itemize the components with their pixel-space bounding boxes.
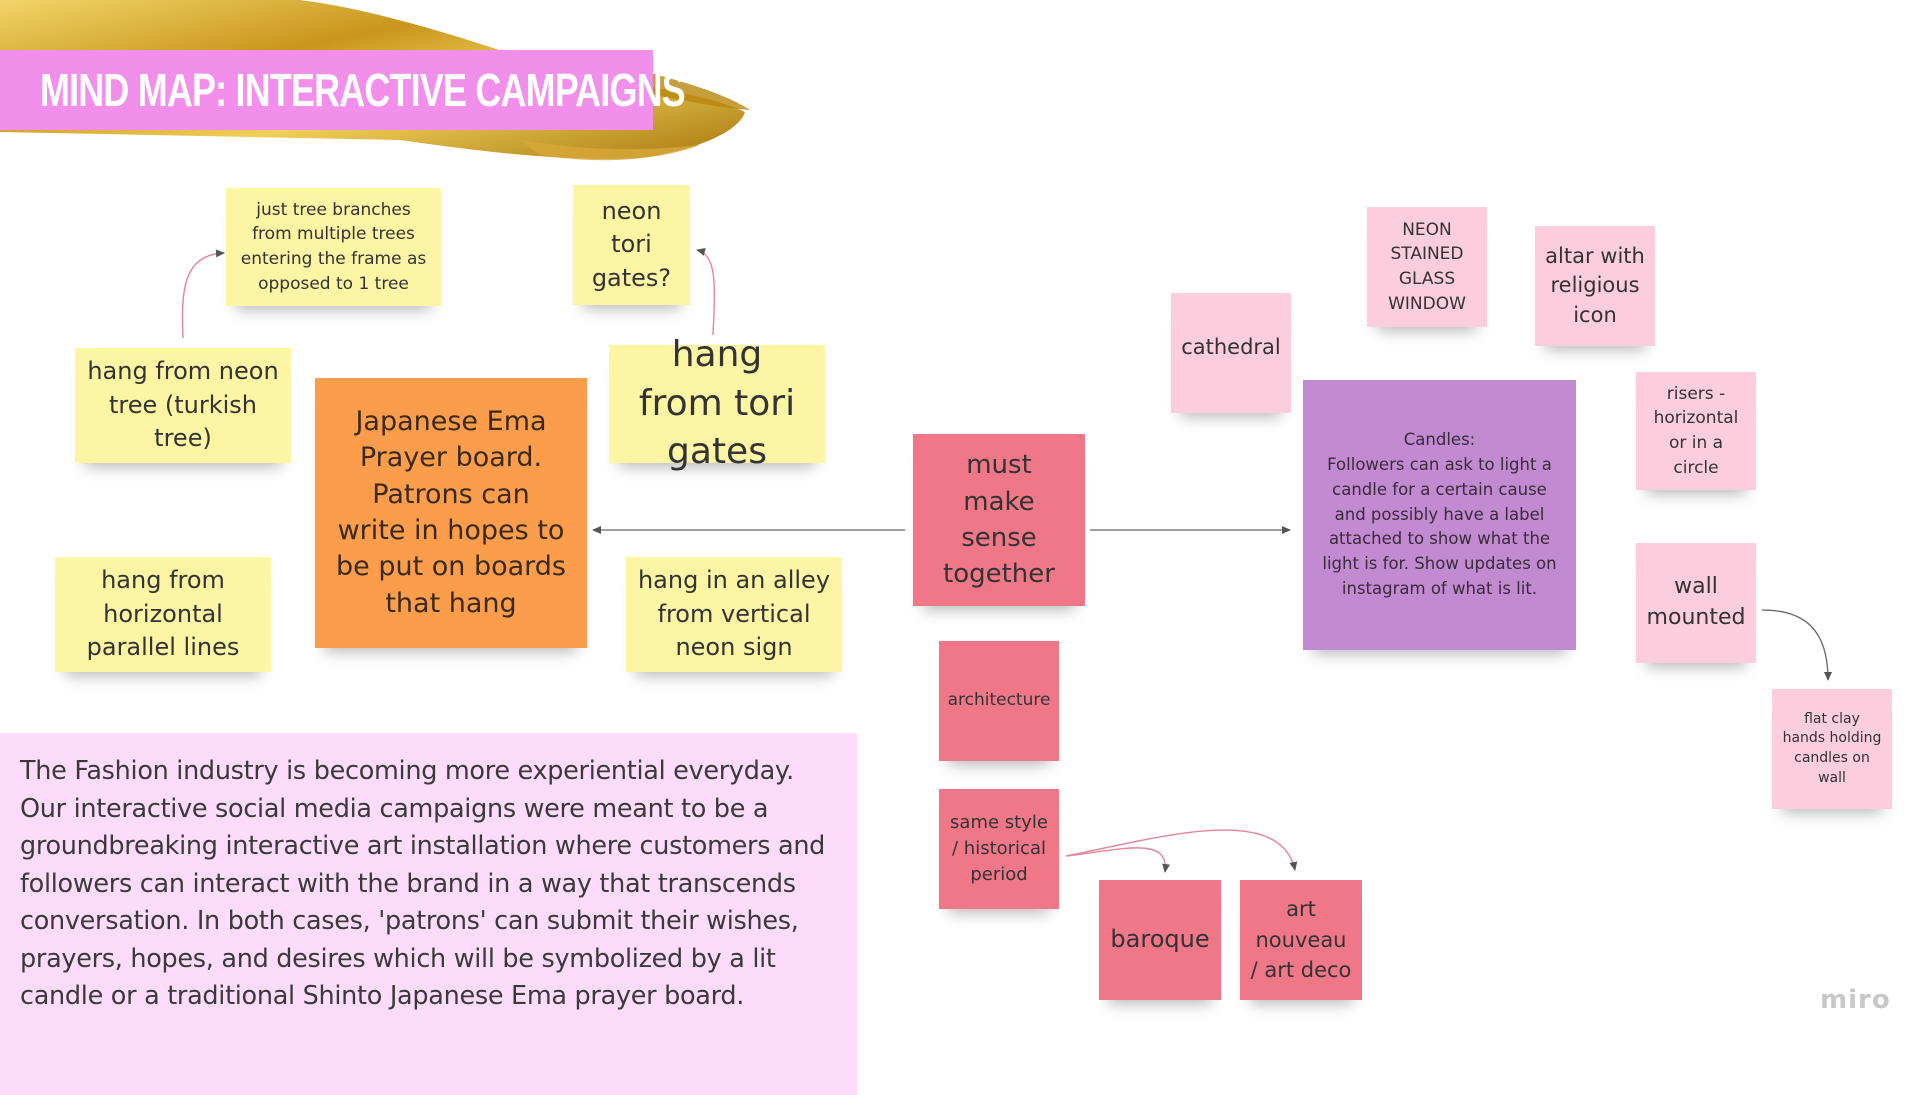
- title-banner: MIND MAP: INTERACTIVE CAMPAIGNS: [0, 50, 686, 130]
- page-title: MIND MAP: INTERACTIVE CAMPAIGNS: [40, 64, 686, 116]
- sticky-stained-glass[interactable]: NEON STAINED GLASS WINDOW: [1367, 207, 1487, 327]
- sticky-wall-mounted-text: wall mounted: [1646, 574, 1746, 630]
- sticky-baroque-text: baroque: [1110, 925, 1210, 954]
- sticky-clay-hands[interactable]: flat clay hands holding candles on wall: [1772, 689, 1892, 809]
- sticky-tori-gates[interactable]: hang from tori gates: [609, 334, 825, 472]
- sticky-architecture-text: architecture: [947, 690, 1051, 711]
- connector-tori-to-neon-tori: [696, 247, 716, 336]
- sticky-candles-title: Candles:: [1403, 430, 1476, 450]
- connector-style-to-baroque: [1065, 847, 1171, 873]
- sticky-art-nouveau[interactable]: art nouveau / art deco: [1240, 880, 1362, 1000]
- miro-logo: miro: [1820, 985, 1891, 1015]
- sticky-alley[interactable]: hang in an alley from vertical neon sign: [626, 557, 842, 672]
- sticky-neon-tree[interactable]: hang from neon tree (turkish tree): [75, 348, 291, 463]
- sticky-architecture[interactable]: architecture: [939, 641, 1059, 761]
- connector-style-to-art-nouveau: [1065, 829, 1298, 871]
- sticky-neon-tree-text: hang from neon tree (turkish tree): [87, 357, 279, 453]
- sticky-tori-gates-text: hang from tori gates: [638, 334, 796, 473]
- sticky-risers-text: risers - horizontal or in a circle: [1653, 383, 1739, 478]
- sticky-parallel-lines-text: hang from horizontal parallel lines: [86, 566, 240, 662]
- sticky-ema-board-text: Japanese Ema Prayer board. Patrons can w…: [335, 405, 566, 619]
- sticky-parallel-lines[interactable]: hang from horizontal parallel lines: [55, 557, 271, 672]
- connector-neon-tree-to-branches: [181, 249, 225, 339]
- sticky-clay-hands-text: flat clay hands holding candles on wall: [1782, 710, 1882, 786]
- sticky-center-text: must make sense together: [943, 450, 1055, 590]
- sticky-alley-text: hang in an alley from vertical neon sign: [637, 566, 831, 662]
- sticky-cathedral[interactable]: cathedral: [1171, 293, 1291, 413]
- sticky-same-style[interactable]: same style / historical period: [939, 789, 1059, 909]
- sticky-baroque[interactable]: baroque: [1099, 880, 1221, 1000]
- sticky-wall-mounted[interactable]: wall mounted: [1636, 543, 1756, 663]
- sticky-risers[interactable]: risers - horizontal or in a circle: [1636, 372, 1756, 490]
- sticky-cathedral-text: cathedral: [1181, 335, 1281, 359]
- sticky-candles[interactable]: Candles: Followers can ask to light a ca…: [1303, 380, 1576, 650]
- sticky-candles-content: Candles: Followers can ask to light a ca…: [1321, 428, 1558, 601]
- sticky-same-style-text: same style / historical period: [950, 811, 1048, 886]
- sticky-center[interactable]: must make sense together: [913, 434, 1085, 606]
- description-text: The Fashion industry is becoming more ex…: [20, 756, 826, 1011]
- sticky-candles-body: Followers can ask to light a candle for …: [1322, 455, 1557, 598]
- sticky-ema-board[interactable]: Japanese Ema Prayer board. Patrons can w…: [315, 378, 587, 648]
- sticky-stained-glass-text: NEON STAINED GLASS WINDOW: [1388, 219, 1466, 314]
- sticky-neon-tori[interactable]: neon tori gates?: [573, 185, 690, 305]
- sticky-altar-text: altar with religious icon: [1545, 243, 1645, 327]
- sticky-tree-branches[interactable]: just tree branches from multiple trees e…: [226, 188, 441, 306]
- sticky-tree-branches-text: just tree branches from multiple trees e…: [240, 199, 427, 294]
- description-panel: The Fashion industry is becoming more ex…: [0, 733, 857, 1095]
- sticky-altar[interactable]: altar with religious icon: [1535, 226, 1655, 346]
- sticky-art-nouveau-text: art nouveau / art deco: [1250, 897, 1352, 983]
- connector-wall-to-clay-hands: [1761, 609, 1832, 681]
- sticky-neon-tori-text: neon tori gates?: [591, 196, 672, 292]
